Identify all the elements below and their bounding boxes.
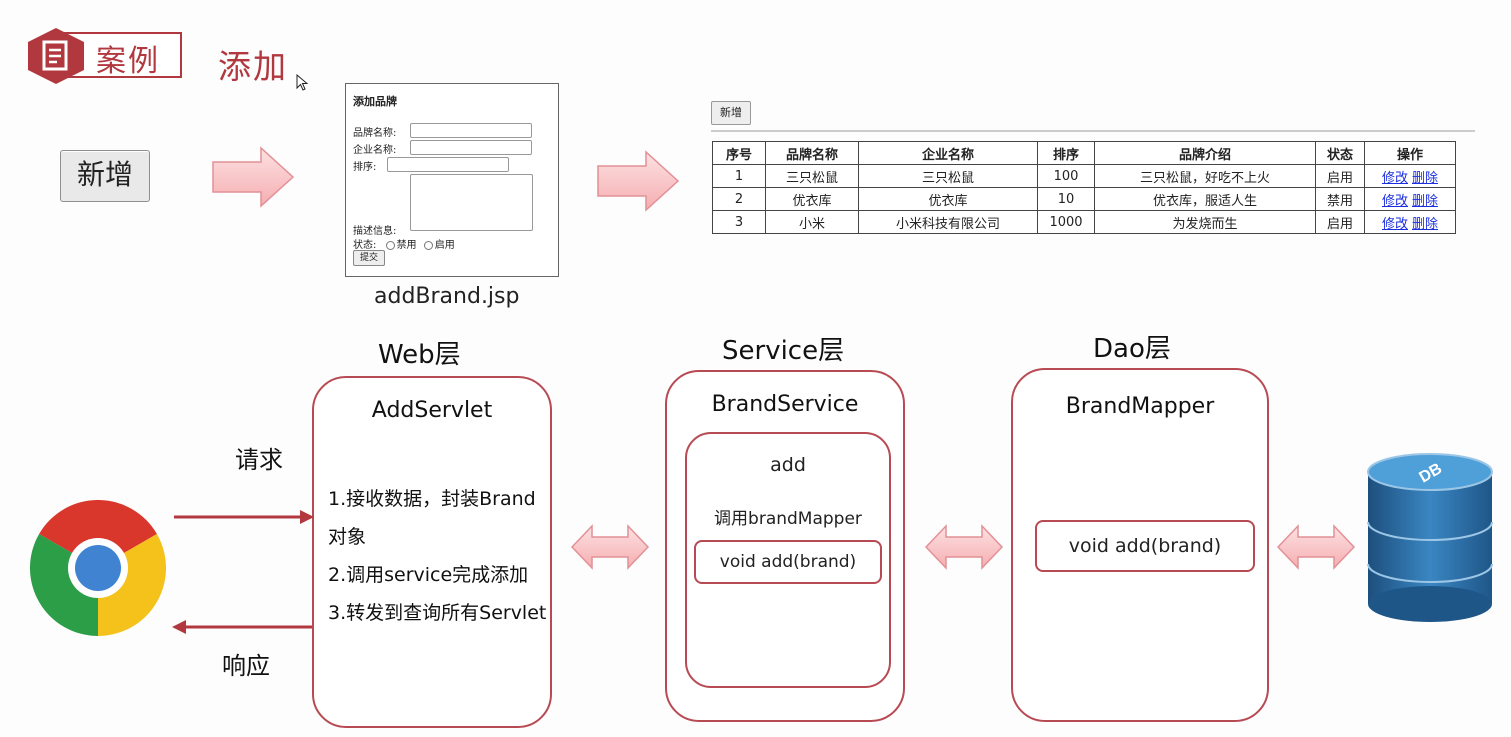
cell: 为发烧而生	[1094, 210, 1316, 234]
web-layer-box: AddServlet 1.接收数据，封装Brand 对象 2.调用service…	[312, 376, 552, 728]
page-title: 添加	[218, 47, 288, 86]
status-disabled-radio[interactable]	[385, 240, 395, 250]
table-row: 3 小米 小米科技有限公司 1000 为发烧而生 启用 修改删除	[712, 210, 1456, 234]
add-servlet-title: AddServlet	[371, 398, 493, 423]
col-header: 操作	[1364, 141, 1456, 165]
table-new-button[interactable]: 新增	[711, 101, 751, 125]
actions-cell: 修改删除	[1364, 164, 1456, 188]
form-caption: addBrand.jsp	[374, 284, 520, 309]
col-header: 品牌名称	[765, 141, 859, 165]
request-label: 请求	[235, 446, 283, 474]
order-label: 排序:	[353, 162, 377, 173]
new-brand-button[interactable]: 新增	[60, 150, 150, 202]
col-header: 序号	[712, 141, 766, 165]
cell: 三只松鼠	[858, 164, 1038, 188]
step-item: 3.转发到查询所有Servlet	[328, 602, 547, 624]
dao-method-signature: void add(brand)	[1035, 520, 1255, 572]
cell: 三只松鼠	[765, 164, 859, 188]
step-item: 对象	[328, 526, 367, 548]
brand-name-label: 品牌名称:	[353, 128, 397, 139]
dao-layer-box: BrandMapper void add(brand)	[1011, 368, 1269, 722]
add-method-box: add 调用brandMapper void add(brand)	[685, 432, 891, 688]
edit-link[interactable]: 修改	[1381, 170, 1408, 186]
cell: 10	[1037, 187, 1095, 211]
cell: 小米科技有限公司	[858, 210, 1038, 234]
status-row: 状态: 禁用 启用	[353, 236, 455, 251]
divider	[711, 130, 1475, 132]
document-icon	[28, 28, 84, 84]
service-layer-title: Service层	[722, 336, 845, 366]
request-arrow	[174, 510, 314, 524]
brand-service-title: BrandService	[711, 392, 859, 417]
step-item: 1.接收数据，封装Brand	[328, 488, 536, 510]
case-badge-label: 案例	[96, 44, 160, 79]
service-method-signature: void add(brand)	[694, 540, 882, 584]
edit-link[interactable]: 修改	[1381, 216, 1408, 232]
delete-link[interactable]: 删除	[1412, 216, 1439, 232]
delete-link[interactable]: 删除	[1412, 193, 1439, 209]
company-name-label: 企业名称:	[353, 145, 397, 156]
table-row: 1 三只松鼠 三只松鼠 100 三只松鼠，好吃不上火 启用 修改删除	[712, 164, 1456, 188]
actions-cell: 修改删除	[1364, 210, 1456, 234]
response-label: 响应	[222, 652, 270, 680]
cursor-icon	[296, 74, 308, 91]
double-arrow	[924, 524, 1004, 570]
cell: 2	[712, 187, 766, 211]
chrome-browser-icon	[30, 500, 166, 636]
description-textarea[interactable]	[410, 174, 533, 231]
method-name: add	[770, 454, 806, 476]
col-header: 状态	[1315, 141, 1365, 165]
description-label: 描述信息:	[353, 226, 397, 237]
col-header: 排序	[1037, 141, 1095, 165]
actions-cell: 修改删除	[1364, 187, 1456, 211]
col-header: 企业名称	[858, 141, 1038, 165]
status-enabled-label: 启用	[434, 240, 455, 251]
form-title: 添加品牌	[353, 95, 397, 108]
cell: 启用	[1315, 210, 1365, 234]
submit-button[interactable]: 提交	[353, 250, 385, 266]
servlet-steps: 1.接收数据，封装Brand 对象 2.调用service完成添加 3.转发到查…	[328, 480, 558, 632]
order-input[interactable]	[387, 157, 509, 172]
double-arrow	[570, 524, 650, 570]
case-badge: 案例	[24, 26, 182, 84]
call-mapper-text: 调用brandMapper	[714, 509, 862, 529]
brand-table: 序号 品牌名称 企业名称 排序 品牌介绍 状态 操作 1 三只松鼠 三只松鼠 1…	[712, 141, 1456, 234]
brand-name-input[interactable]	[410, 123, 532, 138]
step-item: 2.调用service完成添加	[328, 564, 529, 586]
cell: 三只松鼠，好吃不上火	[1094, 164, 1316, 188]
brand-mapper-title: BrandMapper	[1065, 394, 1215, 419]
flow-arrow-right	[597, 150, 680, 212]
cell: 禁用	[1315, 187, 1365, 211]
company-name-input[interactable]	[410, 140, 532, 155]
cell: 3	[712, 210, 766, 234]
cell: 优衣库，服适人生	[1094, 187, 1316, 211]
database-icon: DB	[1367, 453, 1493, 622]
col-header: 品牌介绍	[1094, 141, 1316, 165]
table-row: 2 优衣库 优衣库 10 优衣库，服适人生 禁用 修改删除	[712, 187, 1456, 211]
cell: 1000	[1037, 210, 1095, 234]
delete-link[interactable]: 删除	[1412, 170, 1439, 186]
cell: 1	[712, 164, 766, 188]
cell: 优衣库	[765, 187, 859, 211]
dao-layer-title: Dao层	[1093, 334, 1171, 364]
status-enabled-radio[interactable]	[423, 240, 433, 250]
cell: 小米	[765, 210, 859, 234]
service-layer-box: BrandService add 调用brandMapper void add(…	[665, 370, 905, 722]
status-disabled-label: 禁用	[396, 240, 417, 251]
cell: 100	[1037, 164, 1095, 188]
cell: 优衣库	[858, 187, 1038, 211]
add-brand-form-preview: 添加品牌 品牌名称: 企业名称: 排序: 描述信息: 状态: 禁用 启用 提交	[345, 83, 559, 277]
flow-arrow-right	[212, 146, 295, 208]
status-label: 状态:	[353, 240, 377, 251]
cell: 启用	[1315, 164, 1365, 188]
edit-link[interactable]: 修改	[1381, 193, 1408, 209]
table-header-row: 序号 品牌名称 企业名称 排序 品牌介绍 状态 操作	[712, 141, 1456, 165]
response-arrow	[172, 620, 312, 634]
web-layer-title: Web层	[378, 340, 461, 370]
double-arrow	[1276, 524, 1356, 570]
